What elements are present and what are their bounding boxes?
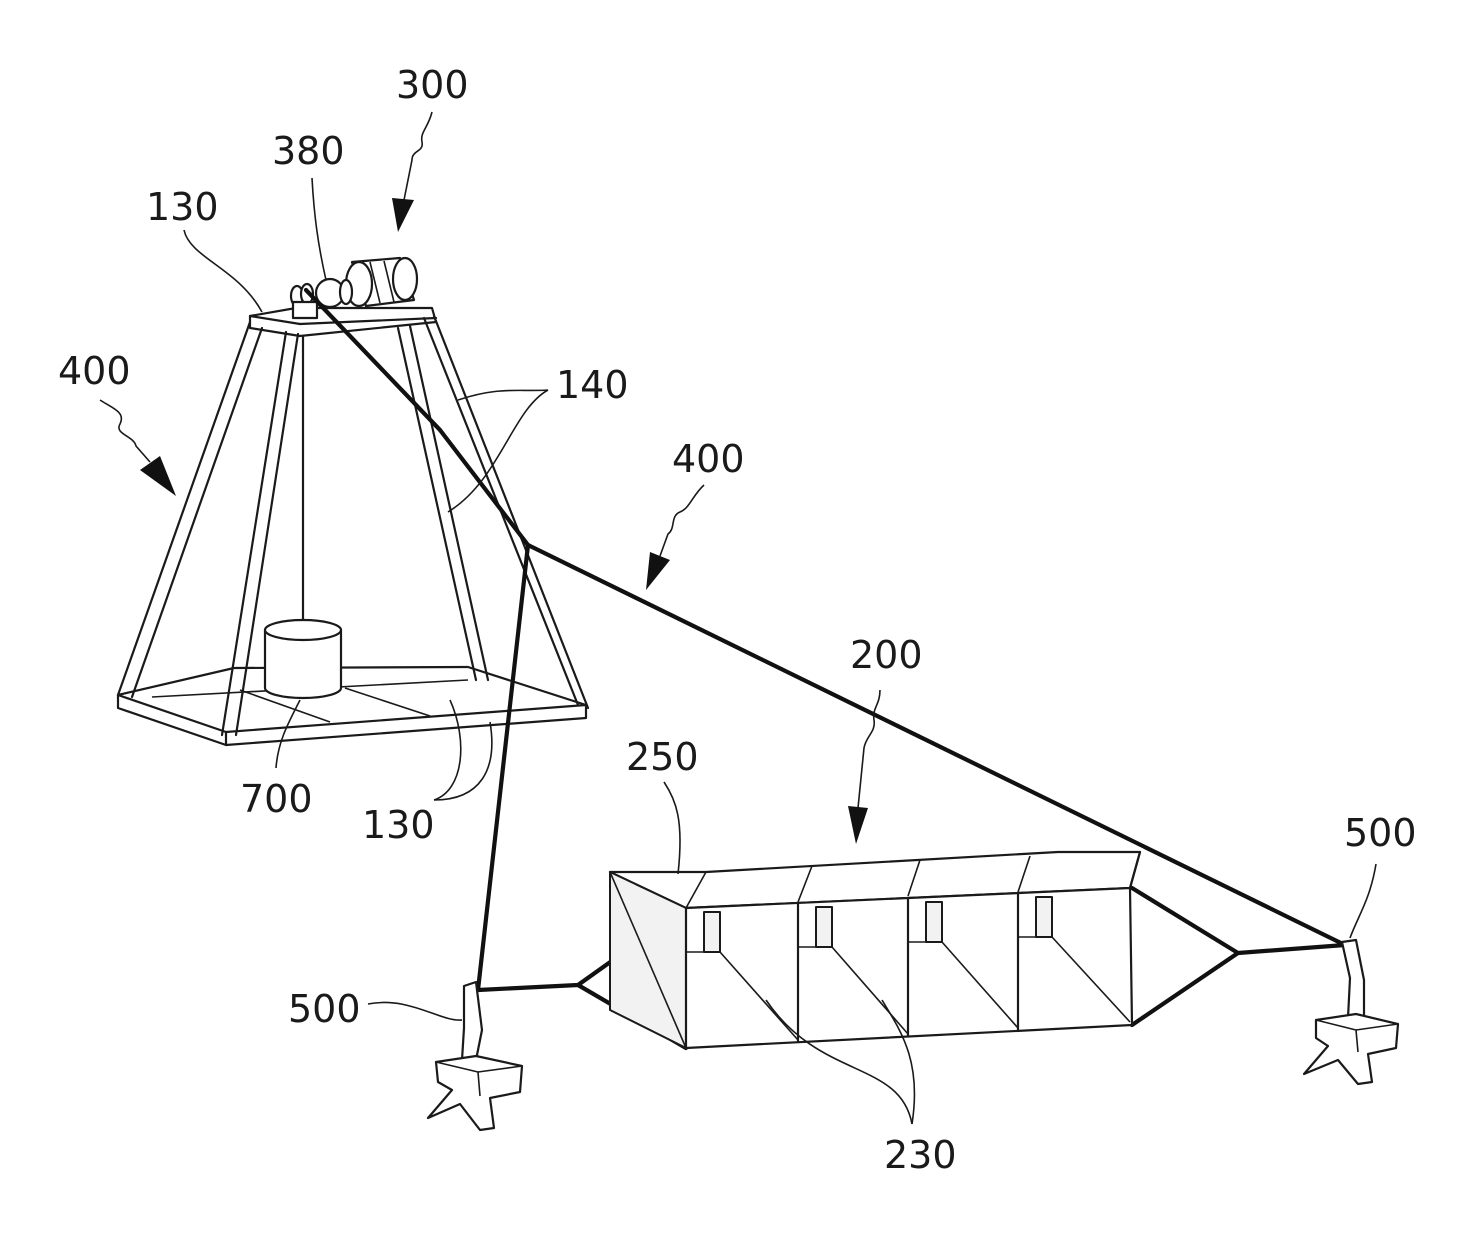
module-box [610,852,1140,1048]
anchor-right-post [1342,940,1364,1018]
leg-left-outer [118,322,250,695]
cable-right-bridle-bottom [1132,953,1238,1025]
label-300: 300 [396,63,469,107]
comp3-opening [926,902,942,942]
arrow-400-right [646,552,670,590]
leader-250 [664,782,680,874]
anchor-right [1304,940,1398,1084]
leader-140-a [458,390,548,400]
cylinder-top [265,620,341,640]
leader-130-top [184,230,262,312]
anchor-left [428,982,522,1130]
leader-300 [404,112,432,200]
arrow-200 [848,806,868,844]
label-400-right: 400 [672,437,745,481]
label-380: 380 [272,129,345,173]
arrow-400-left [140,456,176,496]
cable-to-left-anchor [478,545,528,990]
comp2-opening [816,907,832,947]
label-130-bottom: 130 [362,803,435,847]
label-400-left: 400 [58,349,131,393]
anchor-left-base [428,1056,522,1130]
anchor-right-base [1304,1014,1398,1084]
comp1-opening [704,912,720,952]
pulley-mount [293,302,317,318]
label-700: 700 [240,777,313,821]
motor-back [393,258,417,300]
comp4-opening [1036,897,1052,937]
leader-500-right [1350,864,1376,938]
base-platform [118,667,586,745]
leader-500-left [368,1002,462,1020]
label-130-top: 130 [146,185,219,229]
weight-cylinder [265,620,341,698]
label-500-left: 500 [288,987,361,1031]
leader-130-bottom-b [434,722,492,800]
leader-400-right [660,485,704,556]
anchor-left-post [462,982,482,1060]
leg-back-right-a [398,328,476,680]
cable-right-bridle-top [1132,888,1345,953]
label-250: 250 [626,735,699,779]
leg-left-inner [132,328,262,697]
arrow-300 [392,198,414,232]
leader-400-left [100,400,150,462]
leader-380 [312,178,326,280]
leader-140-b [448,390,548,512]
label-140: 140 [556,363,629,407]
label-500-right: 500 [1344,811,1417,855]
label-230: 230 [884,1133,957,1177]
tower-frame [118,308,588,745]
reel-flange [340,280,352,304]
label-200: 200 [850,633,923,677]
